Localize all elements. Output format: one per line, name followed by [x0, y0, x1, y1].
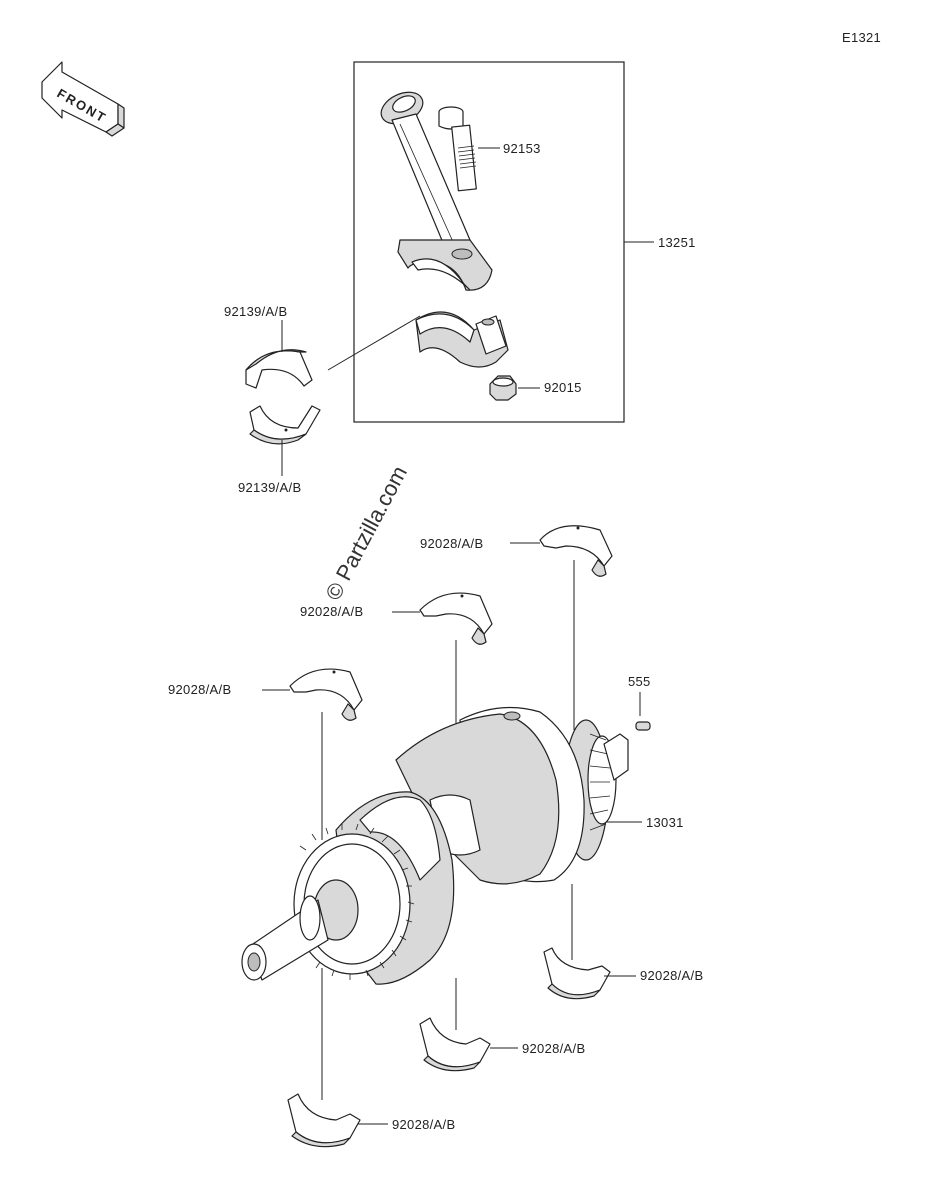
watermark: © Partzilla.com — [320, 462, 412, 605]
callout-92139-lower: 92139/A/B — [238, 480, 301, 495]
callout-13251: 13251 — [658, 235, 696, 250]
main-bearing-bottom-mid — [419, 1017, 491, 1072]
conrod-nut — [489, 375, 517, 401]
callout-92028-top-left: 92028/A/B — [168, 682, 231, 697]
callout-92139-upper: 92139/A/B — [224, 304, 287, 319]
conrod-bearing-lower — [249, 405, 321, 445]
front-arrow-icon: FRONT — [41, 61, 125, 137]
conrod-bearing-upper — [245, 349, 313, 389]
diagram-code: E1321 — [842, 30, 881, 45]
callout-92153: 92153 — [503, 141, 541, 156]
callout-92028-top-right: 92028/A/B — [420, 536, 483, 551]
main-bearing-top-mid — [419, 592, 493, 645]
callout-92028-top-mid: 92028/A/B — [300, 604, 363, 619]
callout-13031: 13031 — [646, 815, 684, 830]
main-bearing-top-right — [539, 525, 613, 577]
callout-92028-bottom-left: 92028/A/B — [392, 1117, 455, 1132]
callout-92028-bottom-mid: 92028/A/B — [522, 1041, 585, 1056]
crankshaft — [241, 706, 629, 985]
connecting-rod — [380, 91, 493, 291]
conrod-cap — [415, 311, 509, 368]
callout-555: 555 — [628, 674, 651, 689]
main-bearing-bottom-left — [287, 1093, 361, 1148]
callout-92015: 92015 — [544, 380, 582, 395]
conrod-bolt — [438, 106, 477, 192]
callout-92028-bottom-right: 92028/A/B — [640, 968, 703, 983]
pin — [635, 721, 651, 731]
main-bearing-top-left — [289, 668, 363, 721]
main-bearing-bottom-right — [543, 947, 611, 1000]
